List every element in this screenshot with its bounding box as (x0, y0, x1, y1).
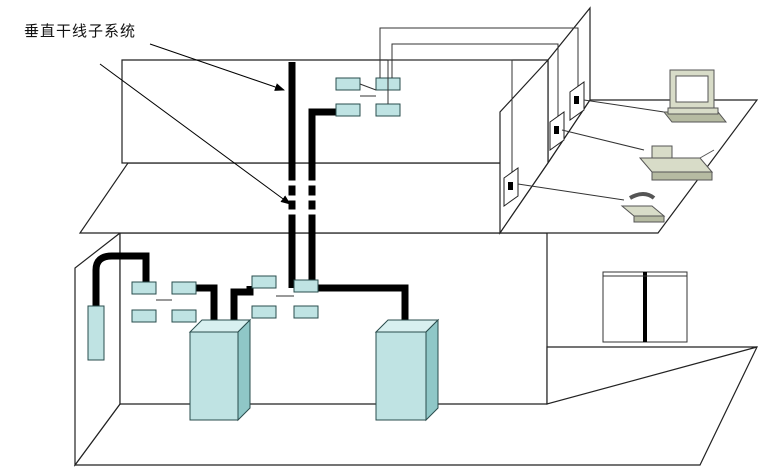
hub-icon (293, 305, 319, 319)
wall-panel-icon (87, 305, 105, 361)
upper-floor (78, 6, 759, 235)
fax-icon (638, 145, 715, 181)
ground-hubs-center (251, 275, 319, 319)
wall-outlet-icon (569, 81, 585, 121)
door-icon (602, 271, 688, 343)
hub-icon (131, 281, 157, 295)
hub-icon (251, 305, 277, 319)
hub-icon (251, 275, 277, 289)
wall-outlet-icon (549, 111, 565, 151)
hub-icon (293, 279, 319, 293)
hub-icon (171, 309, 197, 323)
hub-icon (375, 103, 401, 117)
hub-icon (335, 77, 361, 91)
hub-icon (171, 281, 197, 295)
wall-outlets (503, 81, 665, 207)
telephone-icon (620, 192, 666, 223)
backbone-cable (283, 62, 340, 288)
label-arrows (99, 43, 291, 205)
hub-icon (335, 103, 361, 117)
backbone-subsystem-label: 垂直干线子系统 (24, 22, 137, 40)
wall-outlet-icon (503, 167, 519, 207)
computer-icon (662, 69, 728, 123)
ground-hubs-left (131, 281, 197, 323)
ground-cables (92, 252, 409, 322)
rack-cabinet-icon (188, 318, 252, 422)
hub-icon (131, 309, 157, 323)
rack-cabinet-icon (374, 318, 440, 422)
